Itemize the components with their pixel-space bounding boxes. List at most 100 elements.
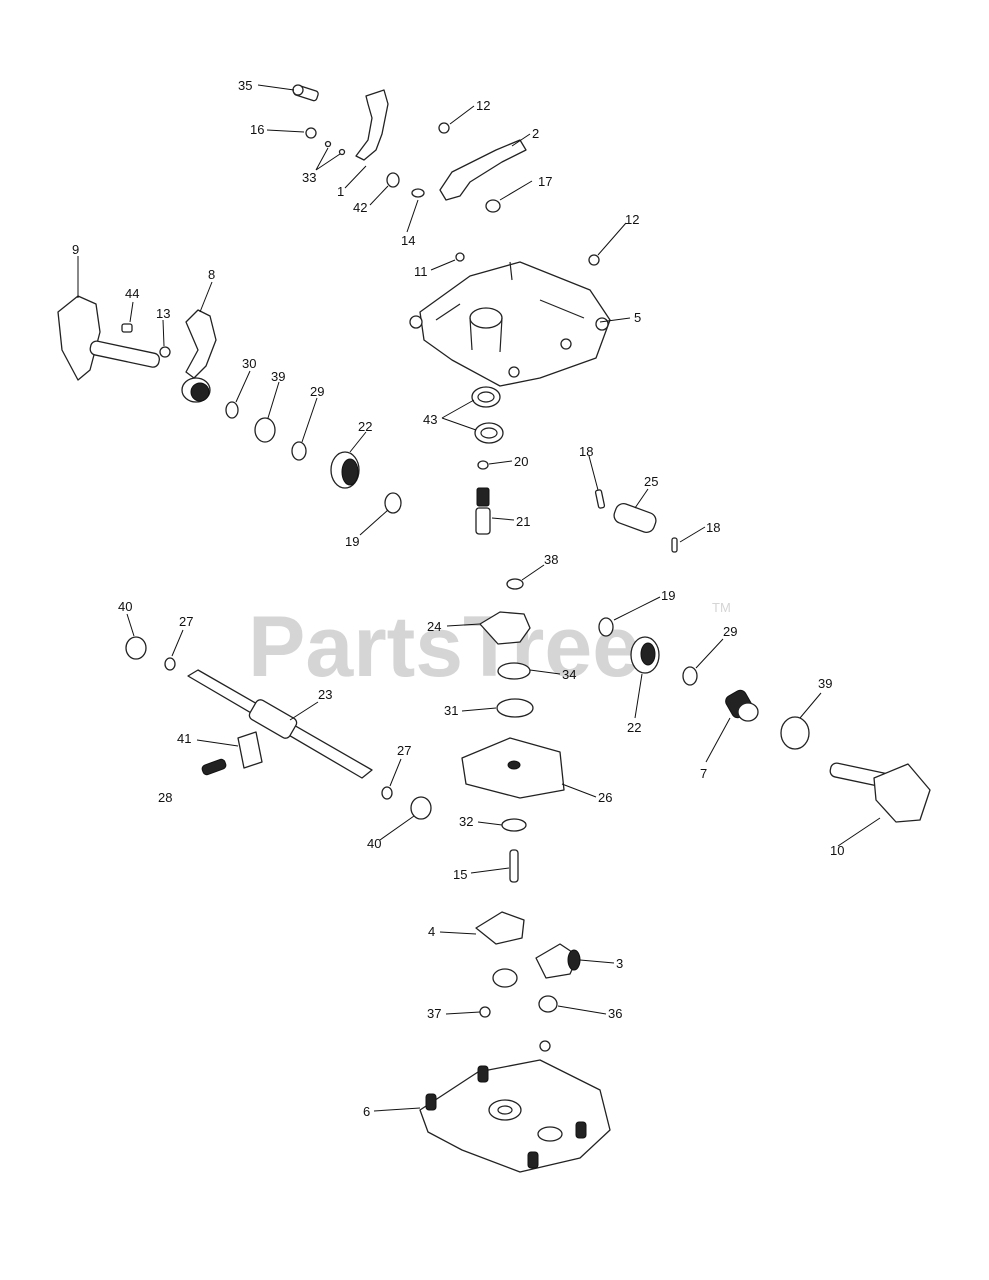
part-gear-plate-3	[535, 943, 581, 979]
part-washer-31	[496, 698, 534, 718]
part-bushing-42	[386, 172, 400, 188]
callout-39-right[interactable]: 39	[818, 676, 832, 691]
callout-36[interactable]: 36	[608, 1006, 622, 1021]
callout-32[interactable]: 32	[459, 814, 473, 829]
callout-35[interactable]: 35	[238, 78, 252, 93]
callout-37[interactable]: 37	[427, 1006, 441, 1021]
callout-43[interactable]: 43	[423, 412, 437, 427]
part-upper-housing-5	[409, 261, 611, 387]
part-screw-small	[539, 1040, 551, 1052]
part-spring-28	[201, 758, 227, 776]
callout-27-lower[interactable]: 27	[397, 743, 411, 758]
callout-labels: 35 16 33 1 42 14 12 2 17 12 11 5 9 44 13…	[72, 78, 844, 1119]
part-lever-1	[355, 89, 389, 161]
part-pins-33	[324, 140, 346, 156]
part-bushing-39a	[254, 417, 276, 443]
part-ring-19a	[384, 492, 402, 514]
callout-22-right[interactable]: 22	[627, 720, 641, 735]
part-worm-gear-21	[475, 487, 491, 535]
callout-11[interactable]: 11	[414, 264, 428, 279]
callout-5[interactable]: 5	[634, 310, 641, 325]
callout-18-right[interactable]: 18	[706, 520, 720, 535]
callout-8[interactable]: 8	[208, 267, 215, 282]
part-gear-22a	[330, 451, 360, 489]
callout-29-left[interactable]: 29	[310, 384, 324, 399]
callout-40-top[interactable]: 40	[118, 599, 132, 614]
callout-39-left[interactable]: 39	[271, 369, 285, 384]
callout-14[interactable]: 14	[401, 233, 415, 248]
callout-7[interactable]: 7	[700, 766, 707, 781]
callout-28[interactable]: 28	[158, 790, 172, 805]
part-gear-hub-7	[725, 689, 759, 722]
callout-40-lower[interactable]: 40	[367, 836, 381, 851]
part-plate-4	[475, 911, 525, 945]
part-axle-assembly-9	[57, 295, 161, 381]
part-arm-8	[181, 309, 217, 403]
part-washer-32	[501, 818, 527, 832]
part-bushing-40b	[410, 796, 432, 820]
part-ring-29a	[291, 441, 307, 461]
part-lower-housing-6	[419, 1059, 611, 1173]
callout-44[interactable]: 44	[125, 286, 139, 301]
part-ring-27a	[164, 657, 176, 671]
callout-18-top[interactable]: 18	[579, 444, 593, 459]
leader-lines	[77, 84, 881, 1112]
part-axle-assembly-10	[829, 762, 931, 823]
callout-6[interactable]: 6	[363, 1104, 370, 1119]
callout-2[interactable]: 2	[532, 126, 539, 141]
part-shift-shaft-23	[187, 669, 373, 779]
callout-19-left[interactable]: 19	[345, 534, 359, 549]
callout-19-right[interactable]: 19	[661, 588, 675, 603]
callout-12-housing[interactable]: 12	[625, 212, 639, 227]
part-bolt-35	[292, 84, 319, 102]
callout-4[interactable]: 4	[428, 924, 435, 939]
part-bushing-39b	[780, 716, 810, 750]
part-pin-15	[509, 849, 519, 883]
callout-13[interactable]: 13	[156, 306, 170, 321]
part-pin-18b	[671, 537, 678, 553]
part-ring-19b	[598, 617, 614, 637]
callout-25[interactable]: 25	[644, 474, 658, 489]
part-sleeve-25	[613, 503, 657, 533]
callout-24[interactable]: 24	[427, 619, 441, 634]
callout-41[interactable]: 41	[177, 731, 191, 746]
part-nut-17	[485, 199, 501, 213]
callout-30[interactable]: 30	[242, 356, 256, 371]
callout-26[interactable]: 26	[598, 790, 612, 805]
callout-20[interactable]: 20	[514, 454, 528, 469]
callout-29-right[interactable]: 29	[723, 624, 737, 639]
callout-1[interactable]: 1	[337, 184, 344, 199]
callout-33[interactable]: 33	[302, 170, 316, 185]
callout-27-top[interactable]: 27	[179, 614, 193, 629]
callout-17[interactable]: 17	[538, 174, 552, 189]
part-screw-11	[455, 252, 465, 262]
part-spacer-14	[411, 188, 425, 198]
callout-3[interactable]: 3	[616, 956, 623, 971]
callout-9[interactable]: 9	[72, 242, 79, 257]
part-screw-12b	[588, 254, 600, 266]
callout-21[interactable]: 21	[516, 514, 530, 529]
part-gear-22b	[630, 636, 660, 674]
callout-38[interactable]: 38	[544, 552, 558, 567]
part-washer-34	[497, 662, 531, 680]
part-ring-27b	[381, 786, 393, 800]
callout-10[interactable]: 10	[830, 843, 844, 858]
callout-23[interactable]: 23	[318, 687, 332, 702]
part-ring-30	[225, 401, 239, 419]
callout-31[interactable]: 31	[444, 703, 458, 718]
callout-15[interactable]: 15	[453, 867, 467, 882]
part-nut-16	[305, 127, 317, 139]
callout-34[interactable]: 34	[562, 667, 576, 682]
callout-16[interactable]: 16	[250, 122, 264, 137]
part-pin-44	[121, 323, 133, 333]
part-block-41	[237, 731, 263, 769]
callout-22-left[interactable]: 22	[358, 419, 372, 434]
watermark-brand: PartsTree	[248, 599, 640, 695]
part-shift-arm-2	[439, 139, 527, 201]
callout-42[interactable]: 42	[353, 200, 367, 215]
part-cam-plate-26	[461, 737, 565, 799]
part-bushing-36	[538, 995, 558, 1013]
callout-12-top[interactable]: 12	[476, 98, 490, 113]
